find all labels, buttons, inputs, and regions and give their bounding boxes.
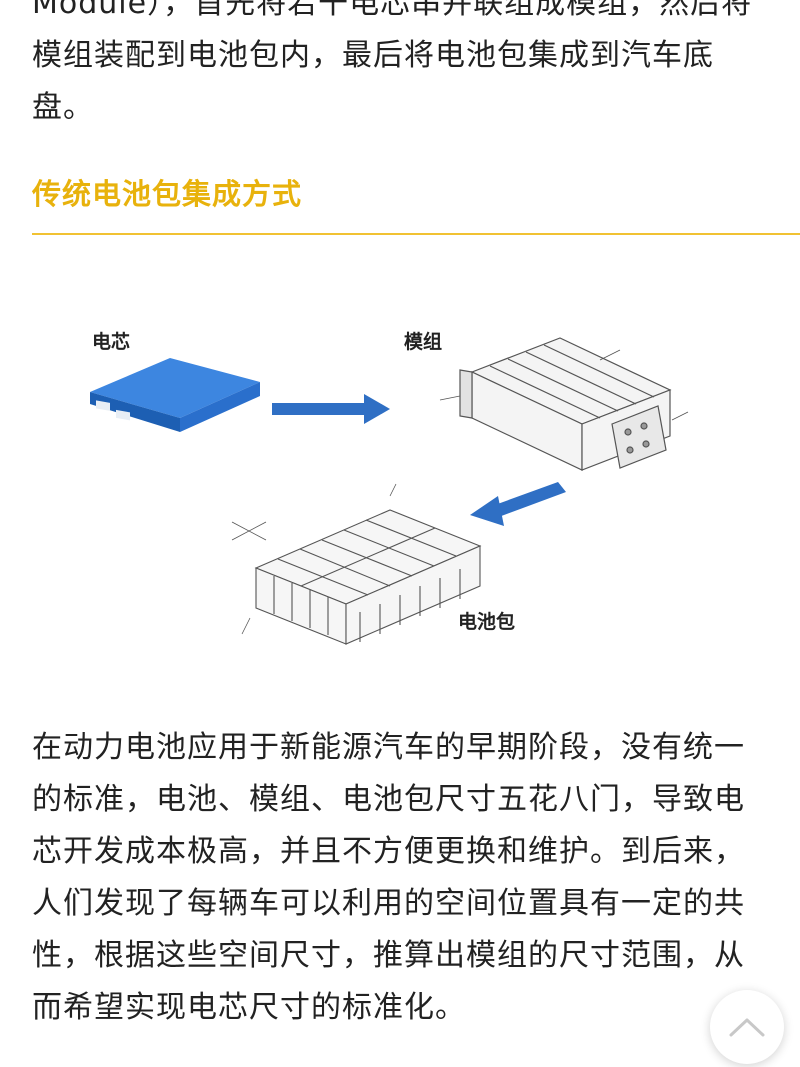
battery-pack-illustration bbox=[231, 483, 482, 645]
battery-cell-illustration bbox=[90, 358, 260, 432]
heading-divider bbox=[32, 233, 800, 235]
intro-paragraph: Module），首先将若干电芯串并联组成模组，然后将 模组装配到电池包内，最后将… bbox=[32, 0, 780, 134]
scroll-to-top-button[interactable] bbox=[710, 990, 784, 1064]
paragraph-line: 而希望实现电芯尺寸的标准化。 bbox=[32, 990, 466, 1025]
chevron-up-icon bbox=[729, 1018, 765, 1037]
paragraph-line: 芯开发成本极高，并且不方便更换和维护。到后来， bbox=[32, 834, 745, 869]
arrow-module-to-pack bbox=[470, 482, 566, 526]
module-label: 模组 bbox=[404, 330, 442, 353]
paragraph-line: Module），首先将若干电芯串并联组成模组，然后将 bbox=[32, 0, 753, 21]
battery-integration-diagram: 电芯 模组 bbox=[90, 330, 689, 645]
paragraph-line: 人们发现了每辆车可以利用的空间位置具有一定的共 bbox=[32, 886, 745, 921]
section-heading: 传统电池包集成方式 bbox=[32, 177, 303, 211]
paragraph-line: 模组装配到电池包内，最后将电池包集成到汽车底 bbox=[32, 38, 714, 73]
paragraph-line: 盘。 bbox=[32, 90, 94, 125]
body-paragraph: 在动力电池应用于新能源汽车的早期阶段，没有统一 的标准，电池、模组、电池包尺寸五… bbox=[32, 722, 780, 1034]
pack-label: 电池包 bbox=[458, 610, 515, 633]
arrow-cell-to-module bbox=[272, 394, 390, 424]
paragraph-line: 性，根据这些空间尺寸，推算出模组的尺寸范围，从 bbox=[32, 938, 745, 973]
module-illustration bbox=[439, 337, 689, 471]
paragraph-line: 的标准，电池、模组、电池包尺寸五花八门，导致电 bbox=[32, 782, 745, 817]
paragraph-line: 在动力电池应用于新能源汽车的早期阶段，没有统一 bbox=[32, 730, 745, 765]
cell-label: 电芯 bbox=[92, 330, 130, 353]
